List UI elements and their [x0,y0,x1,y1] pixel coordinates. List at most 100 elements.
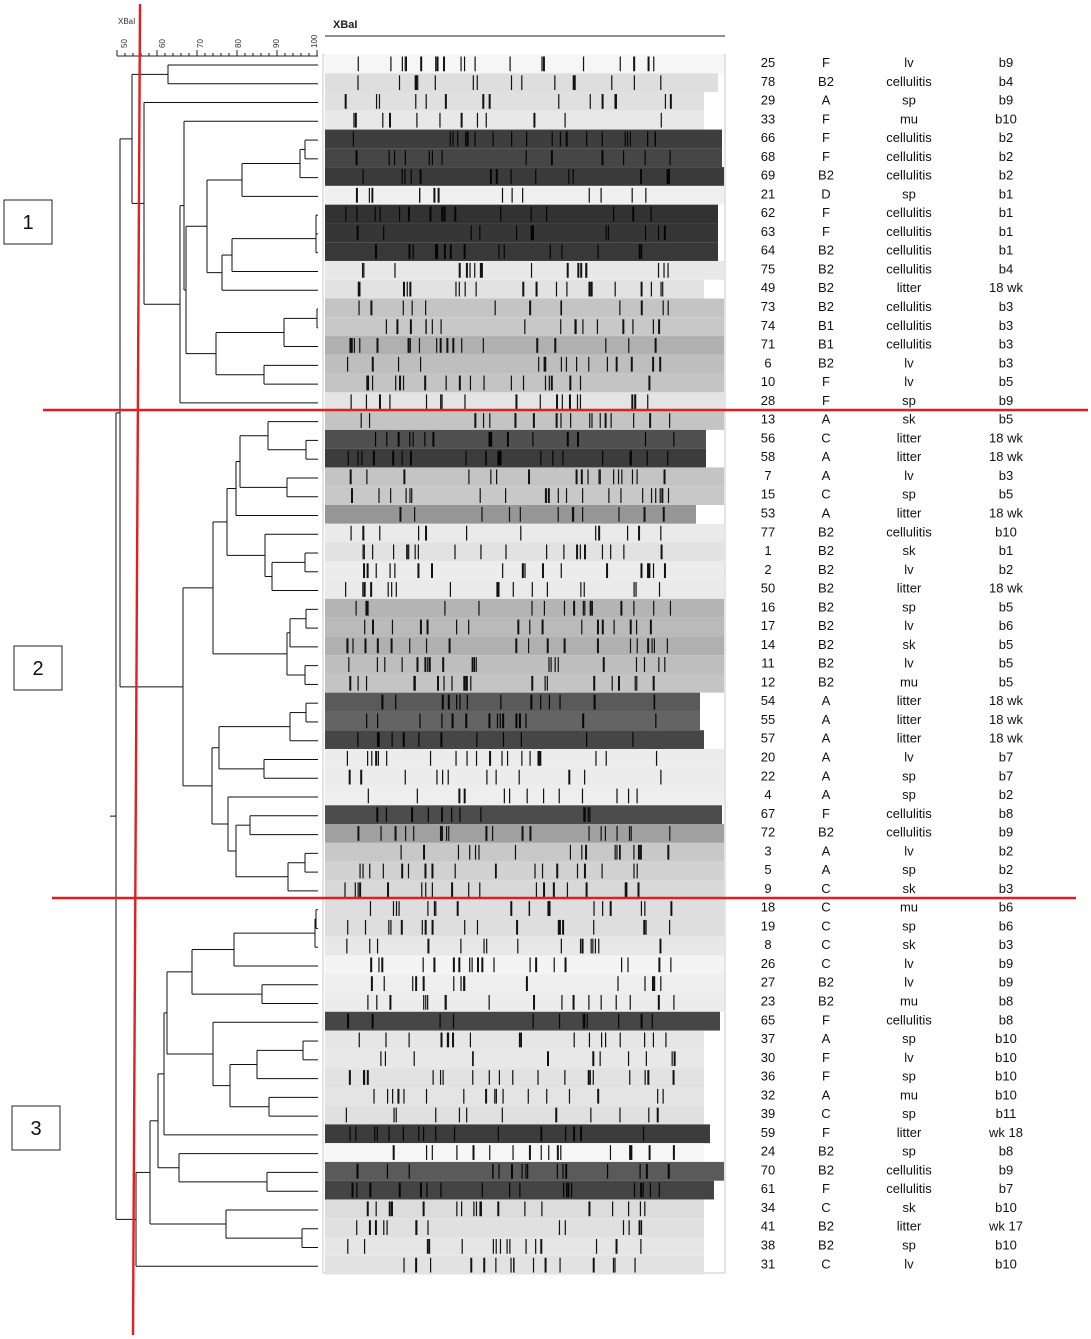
isolate-batch-cell: b9 [999,393,1013,408]
isolate-group-cell: A [822,843,831,858]
cutoff-vertical-line [131,3,142,1336]
gel-lane [325,392,724,412]
isolate-source-cell: mu [900,1087,918,1102]
isolate-group-cell: A [822,787,831,802]
isolate-batch-cell: b9 [999,93,1013,108]
isolate-batch-cell: b3 [999,881,1013,896]
isolate-group-cell: B2 [818,562,834,577]
isolate-batch-cell: b5 [999,412,1013,427]
isolate-source-cell: sk [903,937,917,952]
isolate-group-cell: F [822,806,830,821]
gel-lane [325,673,724,693]
isolate-id-cell: 77 [761,524,775,539]
isolate-batch-cell: b9 [999,975,1013,990]
gel-lane [325,167,724,186]
isolate-source-cell: lv [904,749,914,764]
isolate-group-cell: A [822,862,831,877]
isolate-group-cell: B2 [818,825,834,840]
isolate-batch-cell: b1 [999,186,1013,201]
isolate-batch-cell: b2 [999,562,1013,577]
isolate-id-cell: 30 [761,1050,775,1065]
isolate-source-cell: sp [902,487,916,502]
isolate-source-cell: lv [904,374,914,389]
gel-lane [325,54,724,74]
isolate-group-cell: B2 [818,74,834,89]
isolate-id-cell: 55 [761,712,775,727]
isolate-source-cell: sp [902,862,916,877]
isolate-id-cell: 70 [761,1162,775,1177]
isolate-batch-cell: b10 [995,524,1017,539]
gel-lane [325,936,724,956]
isolate-batch-cell: 18 wk [989,505,1023,520]
gel-lane [325,110,704,130]
isolate-group-cell: B2 [818,299,834,314]
isolate-group-cell: B2 [818,1238,834,1253]
cutoff-lines [43,3,1088,1336]
gel-lane [325,993,724,1012]
gel-lane [325,148,722,168]
isolate-group-cell: B2 [818,1144,834,1159]
isolate-batch-cell: b7 [999,749,1013,764]
cluster-box [11,1105,61,1151]
isolate-batch-cell: 18 wk [989,581,1023,596]
isolate-id-cell: 63 [761,224,775,239]
isolate-source-cell: cellulitis [886,825,932,840]
isolate-group-cell: B1 [818,337,834,352]
isolate-group-cell: D [821,186,830,201]
cluster-box [13,645,63,691]
isolate-source-cell: litter [897,693,922,708]
isolate-batch-cell: wk 17 [988,1219,1023,1234]
dendrogram-title: XBaI [118,17,135,26]
isolate-source-cell: sp [902,1238,916,1253]
isolate-source-cell: sp [902,918,916,933]
isolate-source-cell: mu [900,900,918,915]
gel-lane [325,580,724,599]
isolate-group-cell: B2 [818,543,834,558]
isolate-group-cell: F [822,1012,830,1027]
isolate-id-cell: 25 [761,55,775,70]
isolate-group-cell: C [821,487,830,502]
isolate-source-cell: cellulitis [886,205,932,220]
isolate-group-cell: F [822,149,830,164]
isolate-group-cell: A [822,412,831,427]
isolate-source-cell: mu [900,994,918,1009]
isolate-source-cell: lv [904,55,914,70]
isolate-group-cell: B2 [818,674,834,689]
isolate-batch-cell: b10 [995,1050,1017,1065]
isolate-batch-cell: b3 [999,937,1013,952]
isolate-id-cell: 26 [761,956,775,971]
isolate-group-cell: F [822,224,830,239]
scale-tick-label: 60 [158,39,167,48]
isolate-batch-cell: 18 wk [989,731,1023,746]
gel-lane [325,373,724,393]
isolate-group-cell: A [822,1031,831,1046]
isolate-source-cell: sp [902,1106,916,1121]
isolate-id-cell: 68 [761,149,775,164]
gel-lane [325,1105,704,1125]
gel-lane [325,429,706,449]
gel-lane [325,1199,704,1219]
gel-lane [325,1011,720,1031]
isolate-group-cell: F [822,1069,830,1084]
gel-lane [325,598,724,618]
isolate-id-cell: 17 [761,618,775,633]
gel-lane [325,467,724,487]
isolate-group-cell: C [821,1106,830,1121]
isolate-id-cell: 73 [761,299,775,314]
isolate-group-cell: B1 [818,318,834,333]
isolate-group-cell: A [822,712,831,727]
gel-lane [325,260,724,280]
isolate-source-cell: sp [902,93,916,108]
isolate-source-cell: lv [904,843,914,858]
isolate-batch-cell: b8 [999,806,1013,821]
gel-lane [325,861,724,881]
isolate-id-cell: 53 [761,505,775,520]
isolate-id-cell: 37 [761,1031,775,1046]
gel-lane [325,129,722,149]
isolate-group-cell: C [821,937,830,952]
isolate-batch-cell: b5 [999,487,1013,502]
isolate-source-cell: lv [904,656,914,671]
gel-lane [325,1086,704,1106]
isolate-group-cell: B2 [818,1162,834,1177]
isolate-source-cell: lv [904,355,914,370]
